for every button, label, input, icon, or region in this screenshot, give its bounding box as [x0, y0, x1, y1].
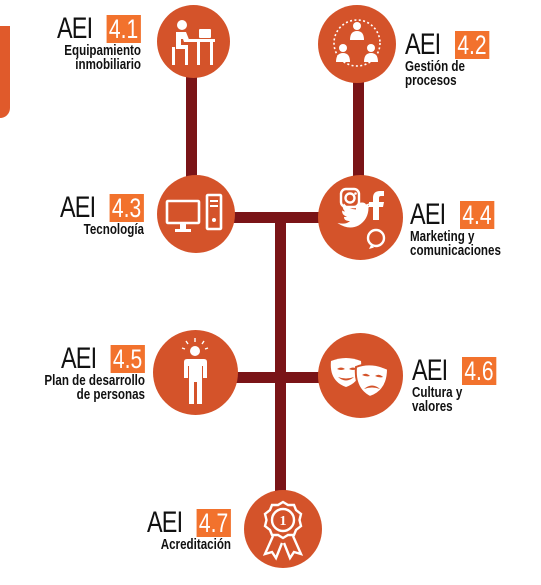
label-4-6-head: AEI 4.6 — [412, 356, 540, 386]
label-4-5-line-2: de personas — [76, 387, 145, 403]
label-4-6-line-2: valores — [412, 399, 453, 415]
label-4-5-prefix: AEI — [61, 342, 97, 375]
side-tab — [0, 26, 10, 118]
label-4-3-prefix: AEI — [60, 191, 96, 224]
label-4-7-number: 4.7 — [197, 509, 231, 537]
award-digit: 1 — [280, 514, 287, 529]
label-4-7-line-1: Acreditación — [160, 537, 231, 553]
label-4-2-prefix: AEI — [405, 28, 441, 61]
label-4-3-head: AEI 4.3 — [4, 193, 144, 223]
label-4-2-line-2: procesos — [405, 73, 457, 89]
label-4-3-number: 4.3 — [110, 194, 144, 222]
label-4-7-prefix: AEI — [147, 506, 183, 539]
label-4-1-line-1: Equipamiento — [64, 43, 141, 59]
label-4-5-head: AEI 4.5 — [0, 344, 145, 374]
award-ribbon-icon: 1 — [262, 500, 304, 561]
label-4-4: AEI 4.4 Marketing y comunicaciones — [410, 200, 541, 259]
node-marketing — [318, 175, 403, 260]
label-4-5: AEI 4.5 Plan de desarrollo de personas — [0, 344, 145, 402]
label-4-4-line-2: comunicaciones — [410, 243, 501, 259]
label-4-3-line-1: Tecnología — [83, 222, 144, 238]
person-idea-icon — [181, 338, 209, 404]
label-4-6-number: 4.6 — [462, 357, 497, 385]
node-equipamiento — [157, 5, 230, 78]
theater-masks-icon — [330, 358, 390, 399]
label-4-6-line-1: Cultura y — [412, 385, 463, 401]
label-4-5-line-1: Plan de desarrollo — [44, 373, 145, 389]
label-4-7-head: AEI 4.7 — [91, 508, 231, 538]
connector-left-vertical — [186, 70, 197, 195]
connector-right-vertical — [353, 70, 364, 220]
label-4-6-prefix: AEI — [412, 354, 448, 387]
label-4-5-number: 4.5 — [111, 345, 145, 373]
node-gestion — [318, 5, 396, 83]
label-4-1-head: AEI 4.1 — [1, 14, 141, 44]
connector-middle-horizontal — [225, 372, 350, 383]
computer-icon — [165, 193, 223, 232]
label-4-6: AEI 4.6 Cultura y valores — [412, 356, 540, 414]
label-4-2-line-1: Gestión de — [405, 59, 465, 75]
label-4-1-line-2: inmobiliario — [75, 57, 141, 73]
label-4-1: AEI 4.1 Equipamiento inmobiliario — [1, 14, 141, 72]
team-structure-icon — [333, 19, 381, 67]
label-4-3: AEI 4.3 Tecnología — [4, 193, 144, 237]
label-4-1-prefix: AEI — [57, 12, 93, 45]
label-4-4-line-1: Marketing y — [410, 229, 475, 245]
label-4-1-number: 4.1 — [107, 15, 141, 43]
label-4-7: AEI 4.7 Acreditación — [91, 508, 231, 552]
node-acreditacion: 1 — [244, 490, 322, 568]
node-tecnologia — [157, 175, 235, 253]
label-4-4-prefix: AEI — [410, 198, 446, 231]
social-media-icon — [337, 187, 386, 249]
label-4-4-head: AEI 4.4 — [410, 200, 541, 230]
desk-worker-icon — [172, 20, 215, 65]
node-cultura — [318, 333, 403, 418]
label-4-2: AEI 4.2 Gestión de procesos — [405, 30, 540, 88]
connector-trunk — [275, 212, 286, 502]
label-4-4-number: 4.4 — [460, 201, 495, 229]
label-4-2-number: 4.2 — [455, 31, 490, 59]
node-plan-desarrollo — [153, 330, 238, 415]
label-4-2-head: AEI 4.2 — [405, 30, 540, 60]
